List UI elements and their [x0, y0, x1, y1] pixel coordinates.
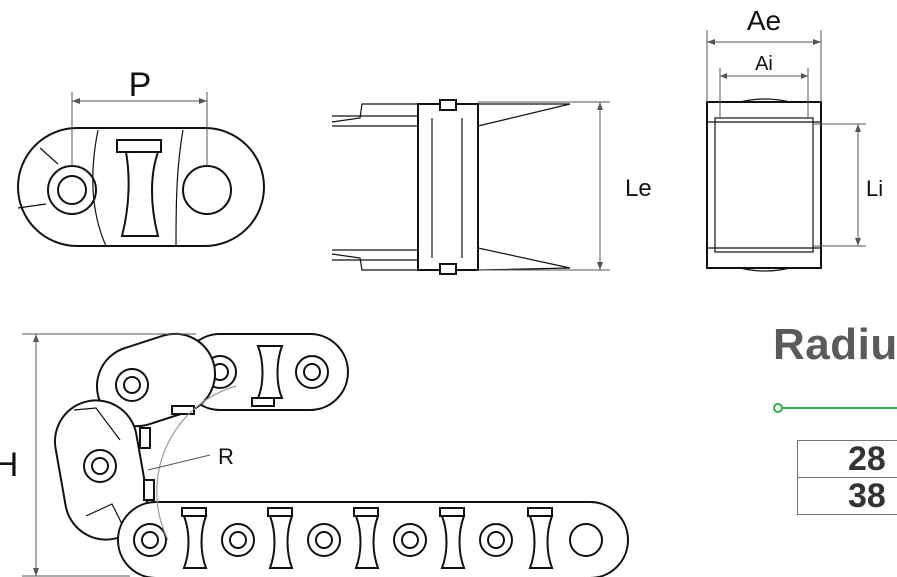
height-label: H — [0, 446, 18, 484]
radius-row: 28 — [798, 441, 897, 478]
outer-length-label: Le — [625, 175, 652, 202]
accent-line-dot — [773, 403, 783, 413]
inner-width-label: Ai — [755, 53, 773, 75]
radius-heading: Radiu — [773, 320, 897, 369]
inner-length-label: Li — [866, 176, 883, 201]
link-front-view — [331, 99, 610, 275]
chain-bend-view — [22, 332, 629, 577]
radius-label: R — [218, 444, 234, 469]
outer-width-label: Ae — [747, 5, 781, 36]
radius-table: 28 38 — [797, 440, 897, 515]
link-side-view — [17, 92, 265, 247]
link-section-view — [706, 30, 866, 272]
pitch-label: P — [129, 66, 152, 104]
radius-row: 38 — [848, 477, 886, 515]
